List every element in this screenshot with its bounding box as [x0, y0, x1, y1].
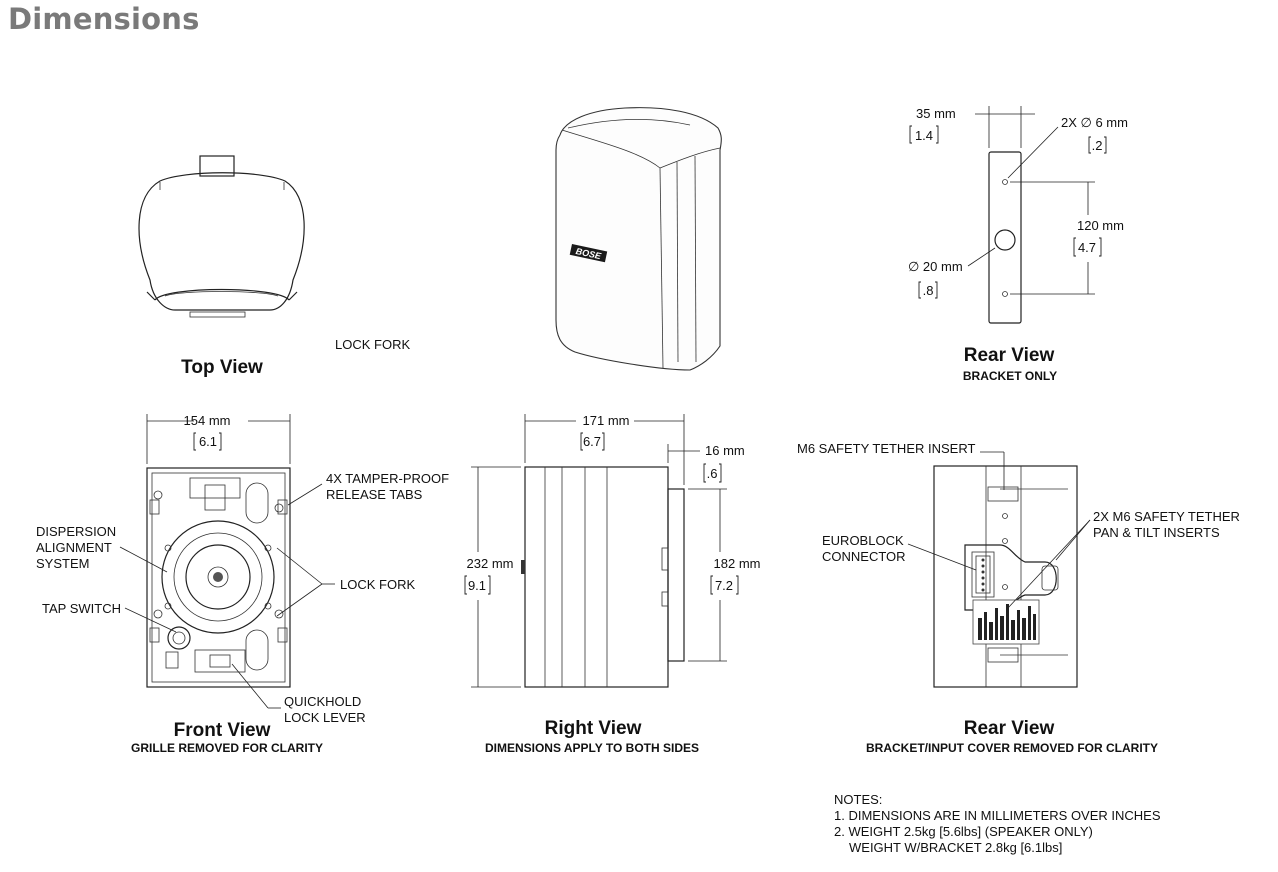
- front-width-mm: 154 mm: [184, 413, 231, 428]
- bracket-hole-in: .2: [1092, 138, 1103, 153]
- rear-bracket-subtitle: BRACKET ONLY: [963, 369, 1057, 383]
- right-width-in: 6.7: [583, 434, 601, 449]
- dispersion-label-3: SYSTEM: [36, 556, 89, 571]
- bracket-width-in: 1.4: [915, 128, 933, 143]
- dispersion-label-2: ALIGNMENT: [36, 540, 112, 555]
- speaker-render: BOSE: [555, 107, 722, 371]
- pan-tilt-label-2: PAN & TILT INSERTS: [1093, 525, 1220, 540]
- tamper-tabs-label-2: RELEASE TABS: [326, 487, 423, 502]
- right-offset-mm: 16 mm: [705, 443, 745, 458]
- tap-switch-label: TAP SWITCH: [42, 601, 121, 616]
- right-view-drawing: [464, 414, 739, 688]
- bracket-hole-mm: 2X ∅ 6 mm: [1061, 115, 1128, 130]
- top-view-lock-fork-label: LOCK FORK: [335, 337, 410, 352]
- page-title: Dimensions: [8, 2, 200, 36]
- tamper-tabs-label-1: 4X TAMPER-PROOF: [326, 471, 449, 486]
- lock-fork-label: LOCK FORK: [340, 577, 415, 592]
- m6-tether-label: M6 SAFETY TETHER INSERT: [797, 441, 975, 456]
- right-view-title: Right View: [545, 718, 642, 739]
- front-view-drawing: [119, 414, 335, 709]
- notes-line-3: WEIGHT W/BRACKET 2.8kg [6.1lbs]: [849, 840, 1062, 855]
- bracket-spacing-in: 4.7: [1078, 240, 1096, 255]
- bracket-width-mm: 35 mm: [916, 106, 956, 121]
- notes-line-1: 1. DIMENSIONS ARE IN MILLIMETERS OVER IN…: [834, 808, 1161, 823]
- top-view-title: Top View: [181, 357, 263, 378]
- front-view-title: Front View: [174, 720, 271, 741]
- rear-bracket-title: Rear View: [964, 345, 1055, 366]
- bracket-center-hole-in: .8: [923, 283, 934, 298]
- pan-tilt-label-1: 2X M6 SAFETY TETHER: [1093, 509, 1240, 524]
- right-inner-mm: 182 mm: [714, 556, 761, 571]
- notes-line-2: 2. WEIGHT 2.5kg [5.6lbs] (SPEAKER ONLY): [834, 824, 1093, 839]
- right-height-mm: 232 mm: [467, 556, 514, 571]
- product-label-graphic: [972, 599, 1040, 645]
- right-width-mm: 171 mm: [583, 413, 630, 428]
- right-inner-in: 7.2: [715, 578, 733, 593]
- rear-view-title: Rear View: [964, 718, 1055, 739]
- bracket-spacing-mm: 120 mm: [1077, 218, 1124, 233]
- rear-view-drawing: [907, 451, 1091, 688]
- front-view-subtitle: GRILLE REMOVED FOR CLARITY: [131, 741, 323, 755]
- right-view-subtitle: DIMENSIONS APPLY TO BOTH SIDES: [485, 741, 699, 755]
- right-height-in: 9.1: [468, 578, 486, 593]
- euroblock-label-2: CONNECTOR: [822, 549, 906, 564]
- top-view-drawing: [138, 155, 305, 318]
- bracket-center-hole-mm: ∅ 20 mm: [908, 259, 963, 274]
- right-offset-in: .6: [707, 466, 718, 481]
- rear-bracket-drawing: [909, 106, 1107, 324]
- dispersion-label-1: DISPERSION: [36, 524, 116, 539]
- quickhold-label-2: LOCK LEVER: [284, 710, 366, 725]
- notes-heading: NOTES:: [834, 792, 882, 807]
- rear-view-subtitle: BRACKET/INPUT COVER REMOVED FOR CLARITY: [866, 741, 1158, 755]
- quickhold-label-1: QUICKHOLD: [284, 694, 361, 709]
- euroblock-label-1: EUROBLOCK: [822, 533, 904, 548]
- front-width-in: 6.1: [199, 434, 217, 449]
